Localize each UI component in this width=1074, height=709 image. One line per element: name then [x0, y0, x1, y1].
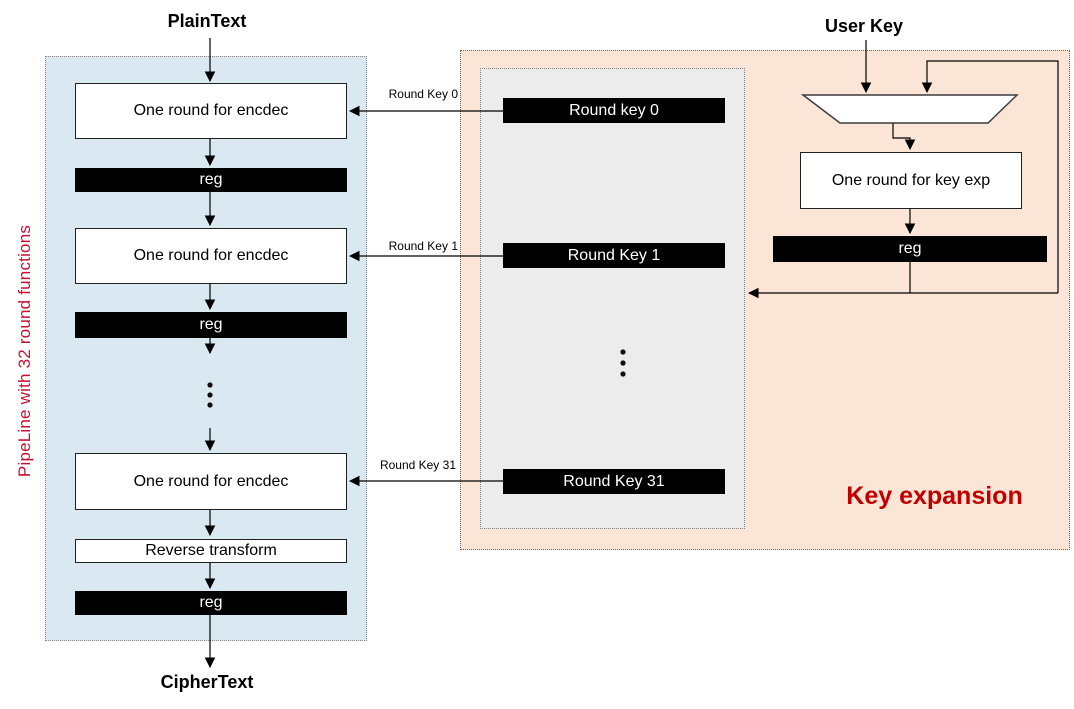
round1-encdec-box: One round for encdec [75, 83, 347, 139]
round-key-0-box: Round key 0 [503, 98, 725, 123]
plaintext-label: PlainText [167, 11, 247, 31]
pipeline-reg3-box: reg [75, 591, 347, 615]
key-expansion-title: Key expansion [846, 482, 1023, 510]
round-key-1-box: Round Key 1 [503, 243, 725, 268]
reverse-transform-box: Reverse transform [75, 539, 347, 563]
round-key-exp-box: One round for key exp [800, 152, 1022, 209]
user-key-label: User Key [824, 16, 904, 36]
wire-label-round-key-0: Round Key 0 [388, 87, 458, 101]
round-key-31-box: Round Key 31 [503, 469, 725, 494]
round31-encdec-box: One round for encdec [75, 453, 347, 510]
wire-label-round-key-1: Round Key 1 [388, 239, 458, 253]
keyexp-reg-box: reg [773, 236, 1047, 262]
round-key-store-region [480, 68, 745, 529]
pipeline-reg2-box: reg [75, 312, 347, 338]
wire-label-round-key-31: Round Key 31 [379, 458, 456, 472]
pipeline-reg1-box: reg [75, 168, 347, 192]
pipeline-side-label: PipeLine with 32 round functions [15, 224, 34, 478]
round2-encdec-box: One round for encdec [75, 228, 347, 284]
ciphertext-label: CipherText [160, 672, 254, 692]
